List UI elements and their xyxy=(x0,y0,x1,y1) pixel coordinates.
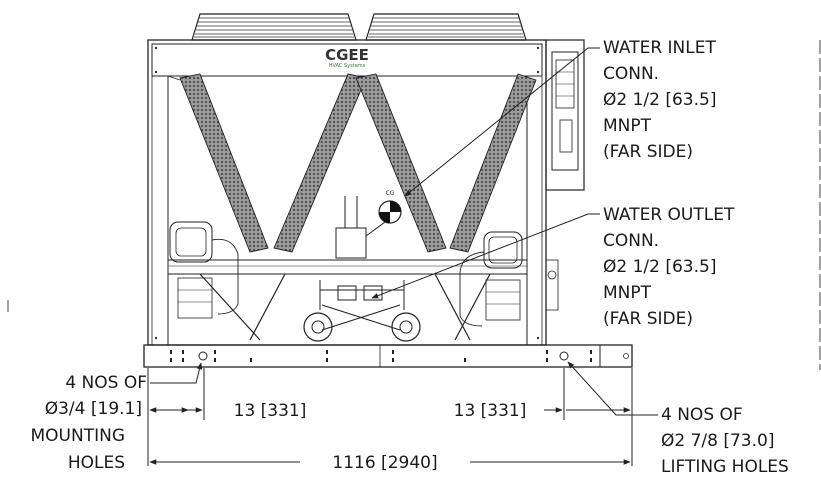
mounting-holes-callout: 4 NOS OF Ø3/4 [19.1] MOUNTING HOLES xyxy=(31,373,148,473)
mounting-offset-dimension: 13 [331] xyxy=(234,401,307,421)
lifting-holes-callout: 4 NOS OF Ø2 7/8 [73.0] LIFTING HOLES xyxy=(661,405,789,477)
water-inlet-line-1: WATER INLET xyxy=(603,38,716,58)
cg-label: CG xyxy=(386,190,395,197)
brand-tagline: HVAC Systems xyxy=(329,63,366,69)
brand-logo: CGEE HVAC Systems xyxy=(325,46,369,69)
center-piping xyxy=(319,196,405,331)
mid-support-beam xyxy=(167,259,528,341)
lifting-holes-line-3: LIFTING HOLES xyxy=(661,457,789,477)
lifting-holes-line-2: Ø2 7/8 [73.0] xyxy=(661,431,774,451)
water-outlet-line-2: CONN. xyxy=(603,231,659,251)
mounting-holes-line-1: 4 NOS OF xyxy=(65,373,147,393)
lifting-offset-dimension: 13 [331] xyxy=(454,401,527,421)
fan-guard-right xyxy=(365,13,527,41)
water-outlet-line-1: WATER OUTLET xyxy=(603,205,735,225)
water-inlet-line-5: (FAR SIDE) xyxy=(603,142,693,162)
coil-2 xyxy=(273,73,367,253)
lifting-holes-line-1: 4 NOS OF xyxy=(661,405,743,425)
pump-right xyxy=(391,312,421,342)
coil-1 xyxy=(179,73,269,253)
overall-width-dimension: 1116 [2940] xyxy=(332,453,437,473)
compressor-right xyxy=(459,231,523,327)
lifting-hole-marker xyxy=(559,351,569,361)
base-skid xyxy=(143,344,633,368)
mounting-holes-line-3: MOUNTING xyxy=(31,426,126,446)
brand-name: CGEE xyxy=(325,46,369,64)
pump-left xyxy=(303,312,333,342)
coil-4 xyxy=(449,73,537,253)
side-extent-lines xyxy=(7,40,821,370)
coil-3 xyxy=(355,73,447,253)
leader-lines xyxy=(150,47,658,416)
dimension-lines xyxy=(147,368,633,466)
mounting-hole-marker xyxy=(198,351,208,361)
water-outlet-callout: WATER OUTLET CONN. Ø2 1/2 [63.5] MNPT (F… xyxy=(603,205,735,329)
mounting-holes-line-4: HOLES xyxy=(68,453,125,473)
control-panel-box xyxy=(545,39,585,345)
fan-guard-left xyxy=(191,13,357,41)
water-inlet-line-4: MNPT xyxy=(603,116,652,136)
water-inlet-line-2: CONN. xyxy=(603,64,659,84)
water-inlet-line-3: Ø2 1/2 [63.5] xyxy=(603,90,716,110)
water-outlet-line-4: MNPT xyxy=(603,283,652,303)
center-of-gravity-symbol: CG xyxy=(378,190,402,224)
compressor-left xyxy=(169,221,239,319)
mounting-holes-line-2: Ø3/4 [19.1] xyxy=(45,399,142,419)
water-outlet-line-3: Ø2 1/2 [63.5] xyxy=(603,257,716,277)
water-outlet-line-5: (FAR SIDE) xyxy=(603,309,693,329)
condenser-coils xyxy=(167,73,537,253)
water-inlet-callout: WATER INLET CONN. Ø2 1/2 [63.5] MNPT (FA… xyxy=(603,38,716,162)
